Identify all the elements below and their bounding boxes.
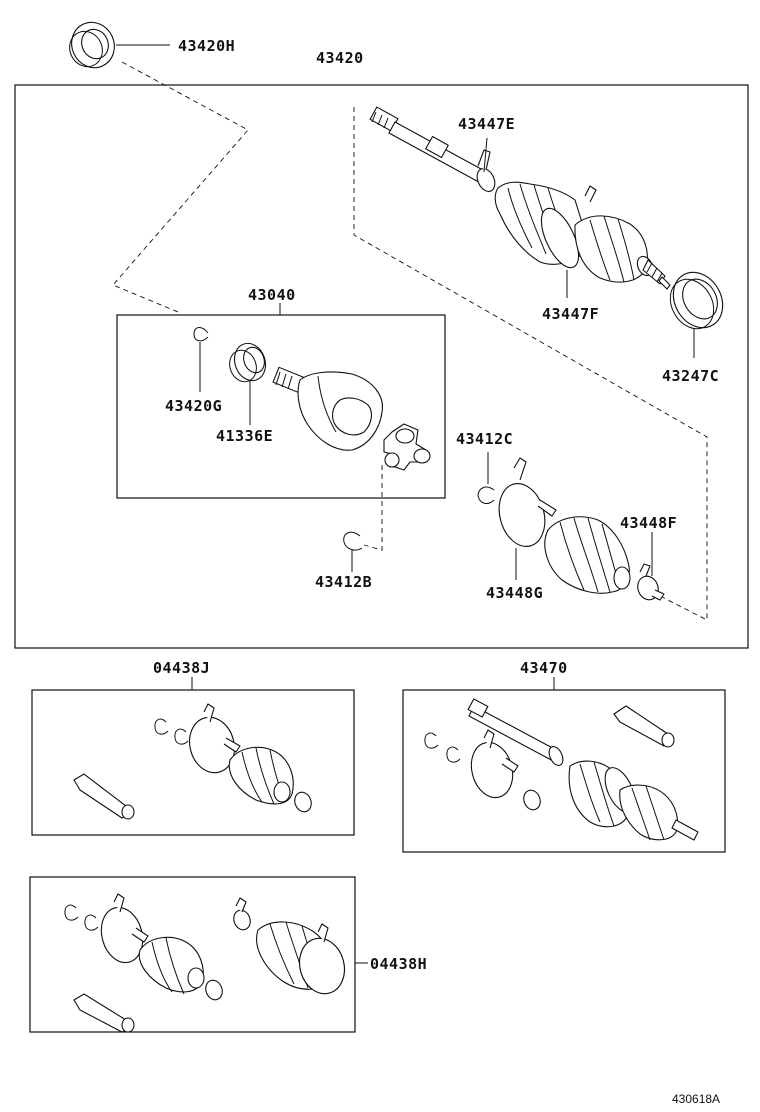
assembly-frame-43420 xyxy=(14,84,749,649)
clamp-43448F xyxy=(637,563,665,601)
label-43448G: 43448G xyxy=(486,584,543,602)
drive-shaft-43420 xyxy=(369,106,671,290)
clamp-43448G xyxy=(498,457,557,547)
boot-kit-04438J-parts xyxy=(73,703,312,820)
label-43040: 43040 xyxy=(248,286,296,304)
label-43420: 43420 xyxy=(316,49,364,67)
label-43447E: 43447E xyxy=(458,115,515,133)
label-43470: 43470 xyxy=(520,659,568,677)
label-41336E: 41336E xyxy=(216,427,273,445)
label-43447F: 43447F xyxy=(542,305,599,323)
label-43247C: 43247C xyxy=(662,367,719,385)
snap-ring-43412C xyxy=(477,486,495,504)
outer-joint-43470-parts xyxy=(424,698,699,841)
boot-kit-frame-04438J xyxy=(31,689,355,836)
snap-ring-43420G xyxy=(193,327,209,342)
boot-kit-frame-04438H xyxy=(29,876,356,1033)
outer-joint-frame-43470 xyxy=(402,689,726,853)
oil-seal-43247C xyxy=(669,271,724,330)
label-43420H: 43420H xyxy=(178,37,235,55)
label-43420G: 43420G xyxy=(165,397,222,415)
snap-ring-43412B xyxy=(343,531,363,551)
label-04438H: 04438H xyxy=(370,955,427,973)
label-43412C: 43412C xyxy=(456,430,513,448)
label-43448F: 43448F xyxy=(620,514,677,532)
label-43412B: 43412B xyxy=(315,573,372,591)
inboard-joint-housing xyxy=(272,366,383,451)
tripod-joint xyxy=(383,423,431,471)
diagram-reference: 430618A xyxy=(672,1092,720,1106)
label-04438J: 04438J xyxy=(153,659,210,677)
boot-kit-04438H-parts xyxy=(64,893,346,1033)
dashed-guides xyxy=(112,61,708,621)
inner-joint-frame-43040 xyxy=(116,314,446,499)
inner-boot xyxy=(544,516,631,594)
seal-41336E xyxy=(229,342,267,383)
oil-seal-43420H xyxy=(69,21,115,69)
